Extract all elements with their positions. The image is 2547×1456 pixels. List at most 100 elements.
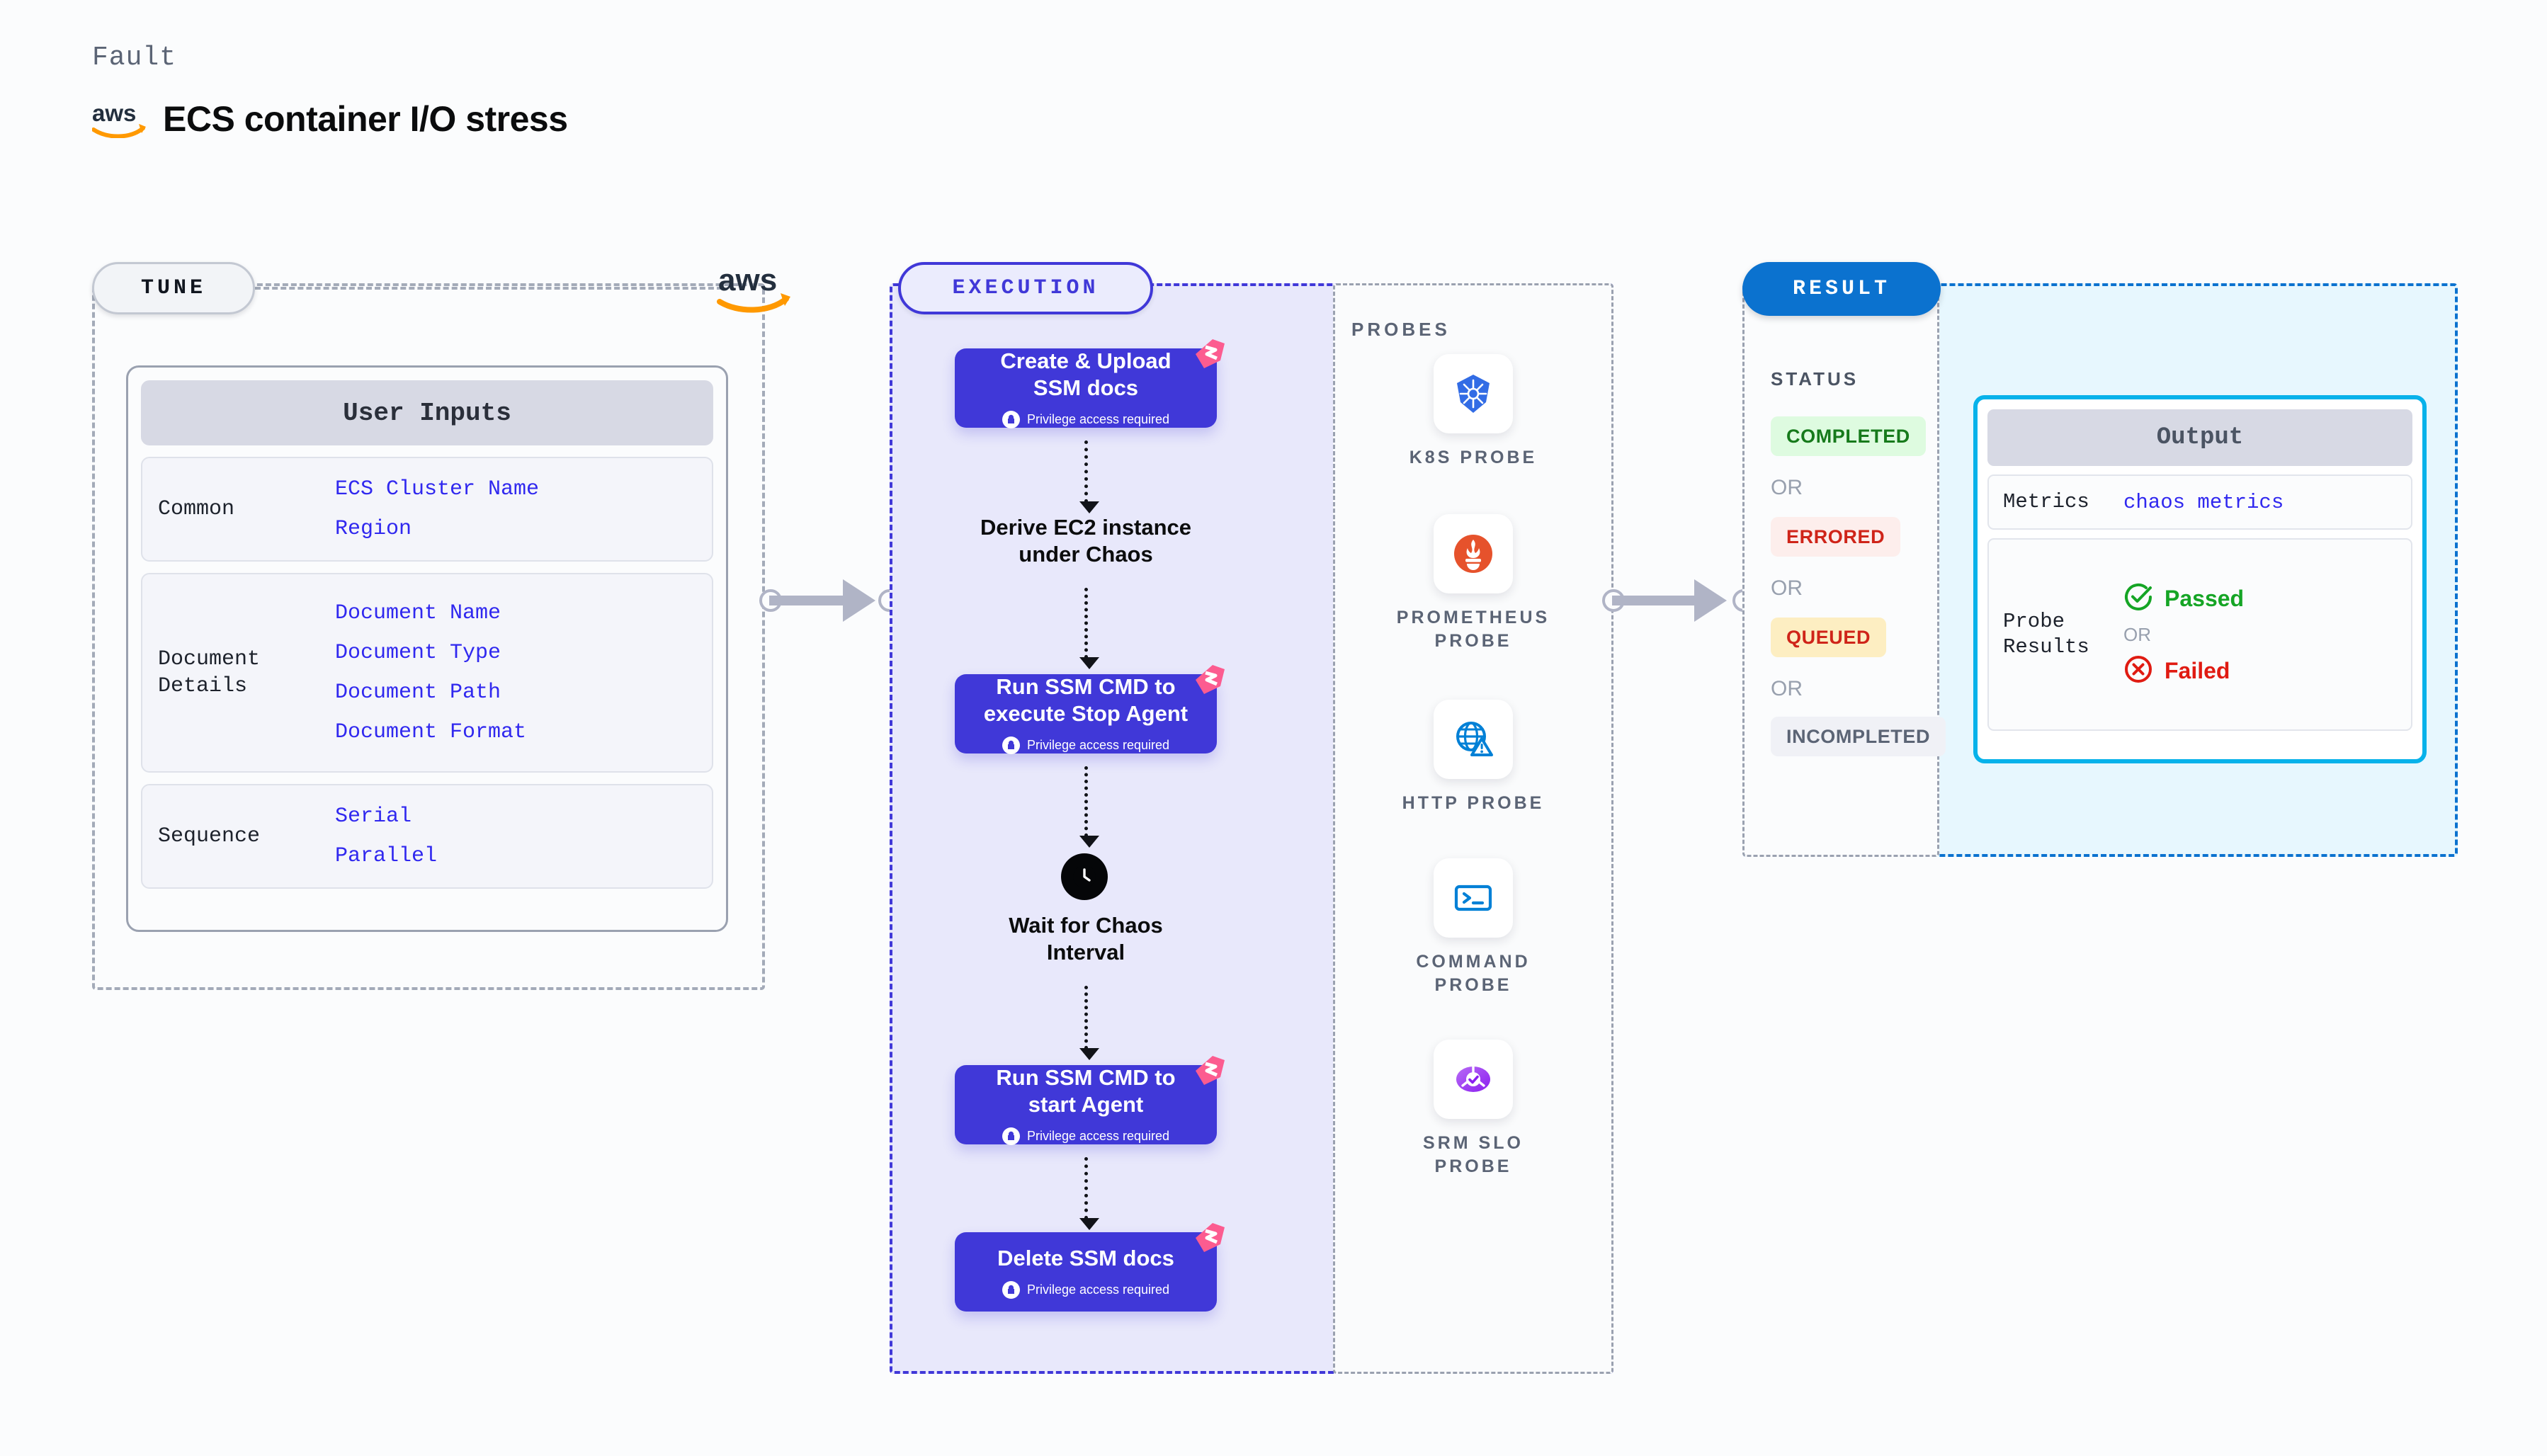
lock-icon [1002, 411, 1020, 429]
probe-results-label: Probe Results [2003, 609, 2089, 659]
command-terminal-icon [1434, 858, 1513, 938]
http-globe-icon [1434, 700, 1513, 779]
probes-container [1333, 283, 1613, 1374]
svg-text:aws: aws [92, 100, 136, 126]
aws-logo-icon: aws [715, 262, 793, 313]
lock-icon [1002, 1281, 1020, 1299]
status-badge-errored: ERRORED [1771, 517, 1901, 557]
privilege-note-label: Privilege access required [1026, 1282, 1170, 1297]
prometheus-icon [1434, 514, 1513, 593]
probe-failed-label: Failed [2165, 657, 2230, 683]
clock-icon [1061, 853, 1108, 900]
flow-node-run-ssm-cmd-stop-agent[interactable]: Run SSM CMD to execute Stop Agent Privil… [955, 665, 1225, 755]
probe-label: HTTP PROBE [1402, 793, 1545, 813]
status-or-3: OR [1771, 677, 1803, 700]
status-badge-queued: QUEUED [1771, 618, 1887, 657]
probe-item-command[interactable]: COMMAND PROBE [1388, 858, 1558, 996]
x-circle-icon [2123, 654, 2153, 688]
group-label-document-details: Document Details [158, 647, 261, 698]
connector-bar [769, 596, 863, 605]
probe-label: SRM SLO PROBE [1423, 1133, 1524, 1176]
harness-badge-icon [1191, 663, 1227, 697]
output-card: Output Metrics chaos metrics Probe Resul… [1973, 395, 2427, 763]
flow-node-title: Run SSM CMD to execute Stop Agent [983, 673, 1189, 726]
flow-node-title: Create & Upload SSM docs [1000, 348, 1172, 400]
probe-label: K8S PROBE [1409, 448, 1538, 467]
flow-arrow-5 [1079, 1157, 1099, 1230]
privilege-note-label: Privilege access required [1026, 412, 1170, 427]
privilege-note: Privilege access required [1002, 411, 1170, 429]
flow-node-run-ssm-cmd-start-agent[interactable]: Run SSM CMD to start Agent Privilege acc… [955, 1056, 1225, 1146]
phase-chip-execution[interactable]: EXECUTION [898, 262, 1153, 314]
lock-icon [1002, 1127, 1020, 1146]
privilege-note-label: Privilege access required [1026, 738, 1170, 753]
group-label-common: Common [158, 496, 235, 521]
connector-execution-to-result [1602, 567, 1755, 630]
harness-badge-icon [1191, 1221, 1227, 1255]
phase-chip-tune[interactable]: TUNE [92, 262, 255, 314]
group-values-sequence: Serial Parallel [335, 804, 437, 868]
metrics-label: Metrics [2003, 489, 2089, 513]
probe-result-failed: Failed [2123, 654, 2244, 688]
srm-slo-icon [1434, 1040, 1513, 1119]
flow-node-create-upload-ssm-docs[interactable]: Create & Upload SSM docs Privilege acces… [955, 339, 1225, 429]
privilege-note: Privilege access required [1002, 736, 1170, 755]
probe-item-srm-slo[interactable]: SRM SLO PROBE [1388, 1040, 1558, 1178]
flow-arrow-4 [1079, 986, 1099, 1060]
output-row-probe-results: Probe Results Passed OR [1987, 538, 2412, 731]
metrics-value[interactable]: chaos metrics [2123, 490, 2284, 514]
group-label-sequence: Sequence [158, 824, 261, 848]
probe-label: COMMAND PROBE [1416, 952, 1531, 995]
connector-arrowhead-icon [1694, 579, 1727, 622]
probe-passed-label: Passed [2165, 585, 2245, 611]
probe-item-k8s[interactable]: K8S PROBE [1388, 354, 1558, 470]
tune-leader-line [255, 287, 722, 290]
input-sequence-serial[interactable]: Serial [335, 804, 412, 829]
flow-node-title: Delete SSM docs [997, 1245, 1174, 1270]
input-document-format[interactable]: Document Format [335, 720, 527, 744]
privilege-note: Privilege access required [1002, 1281, 1169, 1299]
status-badge-completed: COMPLETED [1771, 416, 1926, 456]
probe-item-prometheus[interactable]: PROMETHEUS PROBE [1388, 514, 1558, 652]
input-group-document-details: Document Details Document Name Document … [141, 573, 713, 773]
group-values-document-details: Document Name Document Type Document Pat… [335, 601, 526, 744]
probe-results-values: Passed OR Failed [2123, 582, 2244, 688]
page-title: ECS container I/O stress [163, 99, 568, 139]
flow-text-wait-for-chaos-interval: Wait for Chaos Interval [1009, 913, 1163, 965]
input-ecs-cluster-name[interactable]: ECS Cluster Name [335, 477, 540, 501]
output-title: Output [1987, 409, 2412, 466]
flow-arrow-3 [1079, 766, 1099, 848]
input-region[interactable]: Region [335, 517, 412, 541]
harness-badge-icon [1191, 337, 1227, 371]
flow-arrow-2 [1079, 588, 1099, 669]
output-row-metrics: Metrics chaos metrics [1987, 474, 2412, 530]
phase-chip-result[interactable]: RESULT [1742, 262, 1941, 316]
probe-label: PROMETHEUS PROBE [1396, 608, 1550, 651]
flow-arrow-1 [1079, 440, 1099, 513]
privilege-note-label: Privilege access required [1026, 1129, 1170, 1144]
harness-badge-icon [1191, 1054, 1227, 1088]
flow-node-delete-ssm-docs[interactable]: Delete SSM docs Privilege access require… [955, 1223, 1225, 1312]
flow-text-derive-ec2-instance: Derive EC2 instance under Chaos [980, 515, 1192, 567]
status-or-2: OR [1771, 576, 1803, 600]
title-row: aws ECS container I/O stress [91, 98, 568, 140]
probe-item-http[interactable]: HTTP PROBE [1388, 700, 1558, 815]
input-group-sequence: Sequence Serial Parallel [141, 784, 713, 889]
privilege-note: Privilege access required [1002, 1127, 1170, 1146]
aws-logo: aws [91, 100, 147, 139]
page-header: Fault aws ECS container I/O stress [91, 42, 568, 140]
status-title: STATUS [1771, 368, 1859, 389]
probes-title: PROBES [1351, 319, 1451, 340]
probe-results-or: OR [2123, 623, 2151, 645]
input-document-name[interactable]: Document Name [335, 601, 501, 625]
input-group-common: Common ECS Cluster Name Region [141, 457, 713, 562]
connector-bar [1612, 596, 1713, 605]
flow-node-title: Run SSM CMD to start Agent [996, 1064, 1176, 1117]
input-document-type[interactable]: Document Type [335, 641, 501, 665]
input-document-path[interactable]: Document Path [335, 681, 501, 705]
check-circle-icon [2123, 582, 2153, 615]
input-sequence-parallel[interactable]: Parallel [335, 844, 438, 868]
group-values-common: ECS Cluster Name Region [335, 477, 539, 541]
user-inputs-card: User Inputs Common ECS Cluster Name Regi… [126, 365, 728, 932]
user-inputs-title: User Inputs [141, 380, 713, 445]
